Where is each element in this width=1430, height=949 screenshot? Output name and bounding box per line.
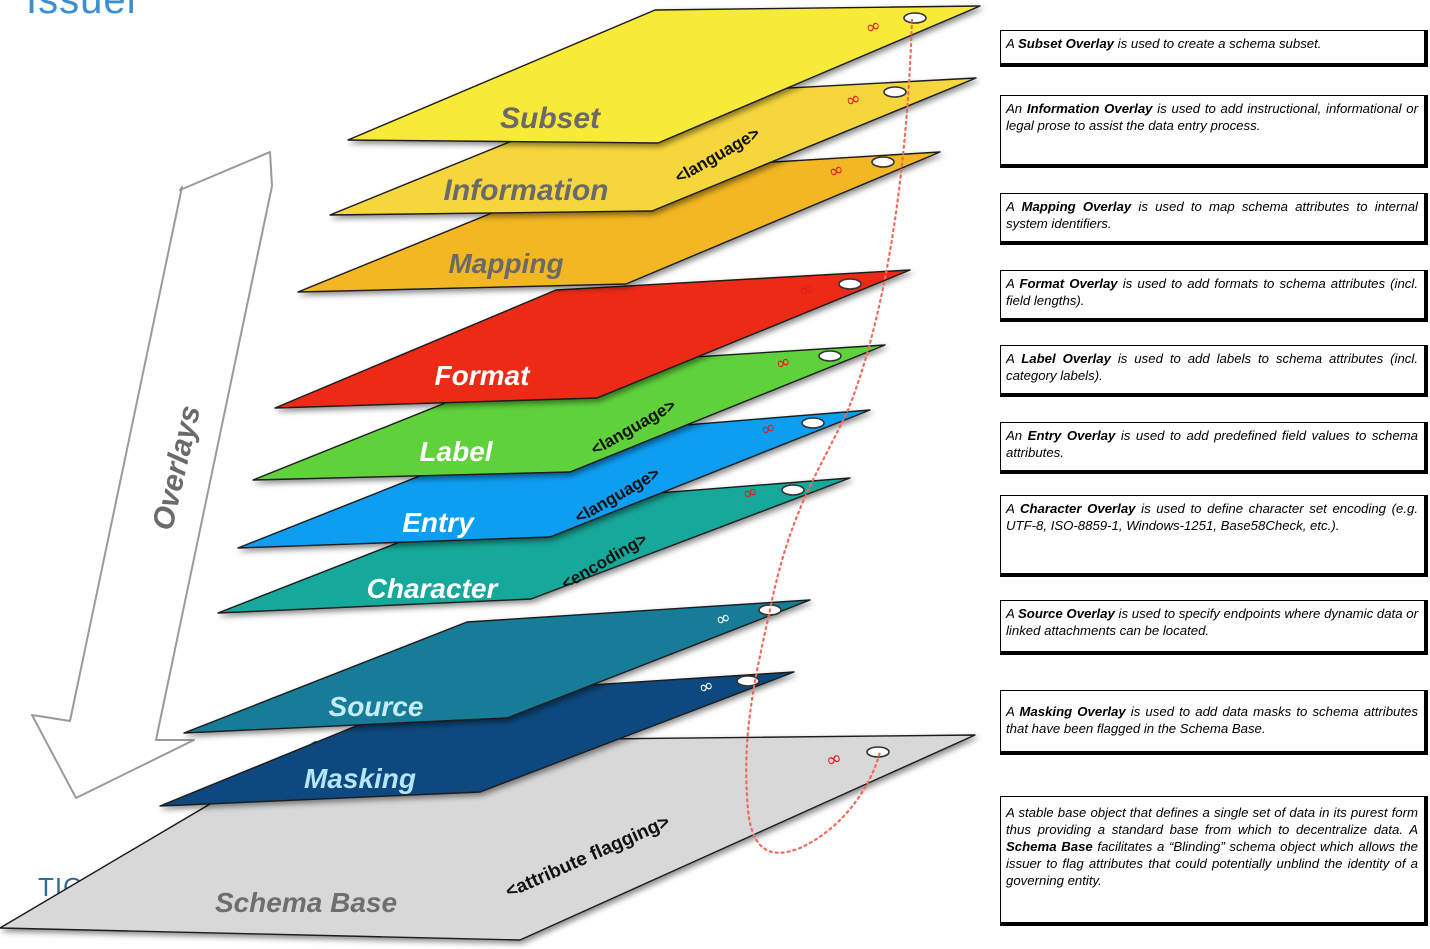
layer-subset-plane [347, 5, 981, 144]
description-masking: A Masking Overlay is used to add data ma… [1000, 690, 1428, 755]
layer-label: Label<language>∞ [252, 344, 886, 481]
layer-information-label: Information [444, 174, 609, 207]
header-fragment: Issuer [26, 0, 141, 22]
link-anchor-icon [866, 746, 890, 758]
layer-masking-label: Masking [304, 763, 416, 794]
description-subset: A Subset Overlay is used to create a sch… [1000, 30, 1428, 67]
layer-format-plane [274, 269, 911, 409]
layer-entry: Entry<language>∞ [237, 409, 871, 549]
layer-source: Source ∞ [183, 599, 811, 734]
infinity-link-icon: ∞ [712, 606, 733, 631]
infinity-link-icon: ∞ [825, 158, 846, 183]
link-anchor-icon [801, 417, 825, 429]
link-anchor-icon [903, 12, 927, 24]
layer-subset-label: Subset [500, 102, 602, 135]
layer-entry-label: Entry [402, 507, 475, 538]
description-format: A Format Overlay is used to add formats … [1000, 270, 1428, 322]
description-source: A Source Overlay is used to specify endp… [1000, 600, 1428, 655]
layer-source-label: Source [329, 691, 424, 722]
infinity-link-icon: ∞ [862, 14, 883, 39]
link-anchor-icon [736, 675, 760, 687]
layer-masking: Masking ∞ [159, 671, 795, 807]
infinity-link-icon: ∞ [795, 277, 816, 302]
layer-format: Format ∞ [274, 269, 911, 409]
description-schema-base: A stable base object that defines a sing… [1000, 796, 1428, 926]
infinity-link-icon: ∞ [739, 480, 760, 505]
layer-label-label: Label [419, 436, 493, 467]
layer-character-label: Character [367, 573, 500, 604]
description-entry: An Entry Overlay is used to add predefin… [1000, 422, 1428, 474]
description-information: An Information Overlay is used to add in… [1000, 95, 1428, 168]
link-anchor-icon [818, 350, 842, 362]
layer-masking-plane [159, 671, 795, 807]
infinity-link-icon: ∞ [757, 416, 778, 441]
description-mapping: A Mapping Overlay is used to map schema … [1000, 193, 1428, 245]
infinity-link-icon: ∞ [772, 350, 793, 375]
link-anchor-icon [781, 484, 805, 496]
description-character: A Character Overlay is used to define ch… [1000, 495, 1428, 577]
layer-subset: Subset ∞ [347, 5, 981, 144]
layer-source-plane [183, 599, 811, 734]
link-anchor-icon [871, 156, 895, 168]
link-anchor-icon [883, 86, 907, 98]
overlays-arrow [31, 151, 273, 799]
layer-mapping-label: Mapping [448, 248, 563, 279]
layer-format-label: Format [435, 360, 532, 391]
connector-path [745, 18, 914, 854]
link-anchor-icon [838, 278, 862, 290]
layer-schema-base-label: Schema Base [215, 887, 397, 918]
description-label: A Label Overlay is used to add labels to… [1000, 345, 1428, 397]
layer-label-plane [252, 344, 886, 481]
layer-mapping: Mapping ∞ [297, 151, 941, 293]
infinity-link-icon: ∞ [823, 746, 845, 772]
infinity-link-icon: ∞ [842, 87, 863, 112]
infinity-link-icon: ∞ [695, 674, 716, 699]
